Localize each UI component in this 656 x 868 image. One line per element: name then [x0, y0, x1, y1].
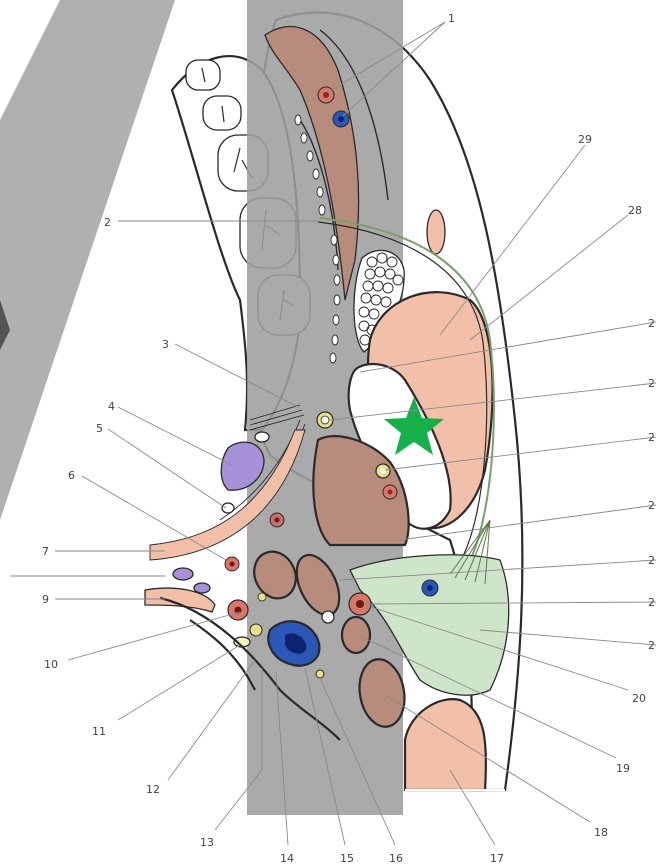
label-18: 18: [594, 826, 608, 839]
label-6: 6: [68, 469, 75, 482]
nerve-mid-right-inner: [380, 468, 386, 474]
label-15: 15: [340, 852, 354, 865]
label-5: 5: [96, 422, 103, 435]
vein-top-inner: [338, 116, 344, 122]
label-2: 2: [104, 216, 111, 229]
label-19: 19: [616, 762, 630, 775]
label-17: 17: [490, 852, 504, 865]
label-1: 1: [448, 12, 455, 25]
label-right-f: 2: [648, 596, 655, 609]
red-dot-b-inner: [230, 562, 235, 567]
red-dot-a-inner: [275, 518, 280, 523]
artery-low-inner: [356, 600, 364, 608]
label-11: 11: [92, 725, 106, 738]
artery-top-inner: [323, 92, 329, 98]
diagonal-band-dark: [0, 0, 175, 520]
small-white-oval-1: [255, 432, 269, 442]
nerve-mid-left-inner: [321, 416, 329, 424]
artery-mid-inner: [388, 490, 393, 495]
label-right-d: 2: [648, 499, 655, 512]
label-4: 4: [108, 400, 115, 413]
vein-gland-inner: [427, 585, 433, 591]
label-16: 16: [389, 852, 403, 865]
label-28: 28: [628, 204, 642, 217]
small-pink-capsule: [427, 210, 445, 254]
brown-oval-3: [342, 617, 370, 653]
purple-oval-a: [173, 568, 193, 580]
small-nerve-yellow-c: [258, 593, 266, 601]
label-right-c: 2: [648, 431, 655, 444]
label-right-e: 2: [648, 554, 655, 567]
label-12: 12: [146, 783, 160, 796]
small-white-node: [322, 611, 334, 623]
label-10: 10: [44, 658, 58, 671]
small-nerve-yellow-a: [250, 624, 262, 636]
label-29: 29: [578, 133, 592, 146]
label-20: 20: [632, 692, 646, 705]
label-9: 9: [42, 593, 49, 606]
small-nerve-yellow-b: [316, 670, 324, 678]
label-right-a: 2: [648, 317, 655, 330]
tooth-2: [203, 96, 241, 130]
label-13: 13: [200, 836, 214, 849]
small-white-oval-2: [222, 503, 234, 513]
label-right-g: 2: [648, 639, 655, 652]
purple-oval-b: [194, 583, 210, 593]
label-7: 7: [42, 545, 49, 558]
label-3: 3: [162, 338, 169, 351]
label-right-b: 2: [648, 377, 655, 390]
label-14: 14: [280, 852, 294, 865]
pink-muscle-bottom: [405, 699, 486, 790]
